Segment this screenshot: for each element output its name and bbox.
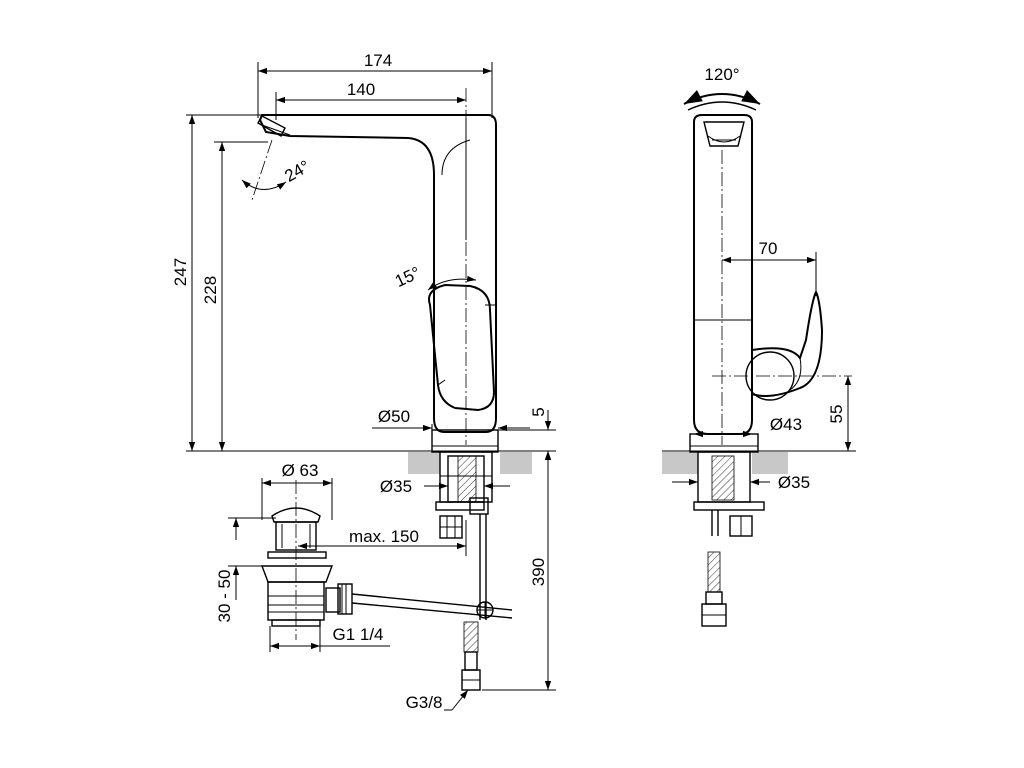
countertop-right [500, 452, 532, 474]
dim-height-outlet: 228 [201, 276, 220, 304]
dim-shank-diameter-front: Ø35 [380, 477, 412, 496]
dim-width-spout: 140 [347, 80, 375, 99]
lever-side [751, 289, 824, 397]
dim-base-diameter: Ø50 [378, 407, 410, 426]
dim-swivel-angle: 120° [704, 65, 739, 84]
popup-waste [260, 480, 513, 640]
countertop-left [408, 452, 440, 474]
dim-waste-height: 30 - 50 [215, 570, 234, 623]
lever [428, 283, 496, 412]
shank-front [435, 451, 493, 620]
base-ring [431, 429, 499, 453]
dim-width-total: 174 [364, 51, 392, 70]
dim-lever-reach: 70 [759, 239, 778, 258]
dim-waste-diameter: Ø 63 [282, 461, 319, 480]
front-view [186, 88, 556, 691]
dim-height-total: 247 [171, 258, 190, 286]
dim-body-diameter: Ø43 [770, 415, 802, 434]
countertop-side-right [752, 452, 788, 474]
side-dimensions: 120° 70 55 Ø43 Ø35 [672, 65, 856, 492]
dim-spray-angle: 24° [281, 157, 313, 186]
dim-hose-length: 390 [529, 558, 548, 586]
dim-lever-height: 55 [827, 405, 846, 424]
dim-waste-thread: G1 1/4 [332, 625, 383, 644]
dim-base-thickness: 5 [529, 407, 548, 416]
dim-hose-thread: G3/8 [406, 693, 443, 712]
hose-front [461, 621, 481, 691]
side-view [662, 90, 852, 627]
dim-rod-length: max. 150 [349, 527, 419, 546]
countertop-side-left [662, 452, 698, 474]
front-dimensions: 174 140 247 228 24° 15° Ø50 5 Ø35 [171, 51, 556, 712]
swivel-arrow [683, 90, 761, 105]
dim-shank-diameter-side: Ø35 [778, 473, 810, 492]
dim-lever-angle: 15° [392, 263, 423, 291]
